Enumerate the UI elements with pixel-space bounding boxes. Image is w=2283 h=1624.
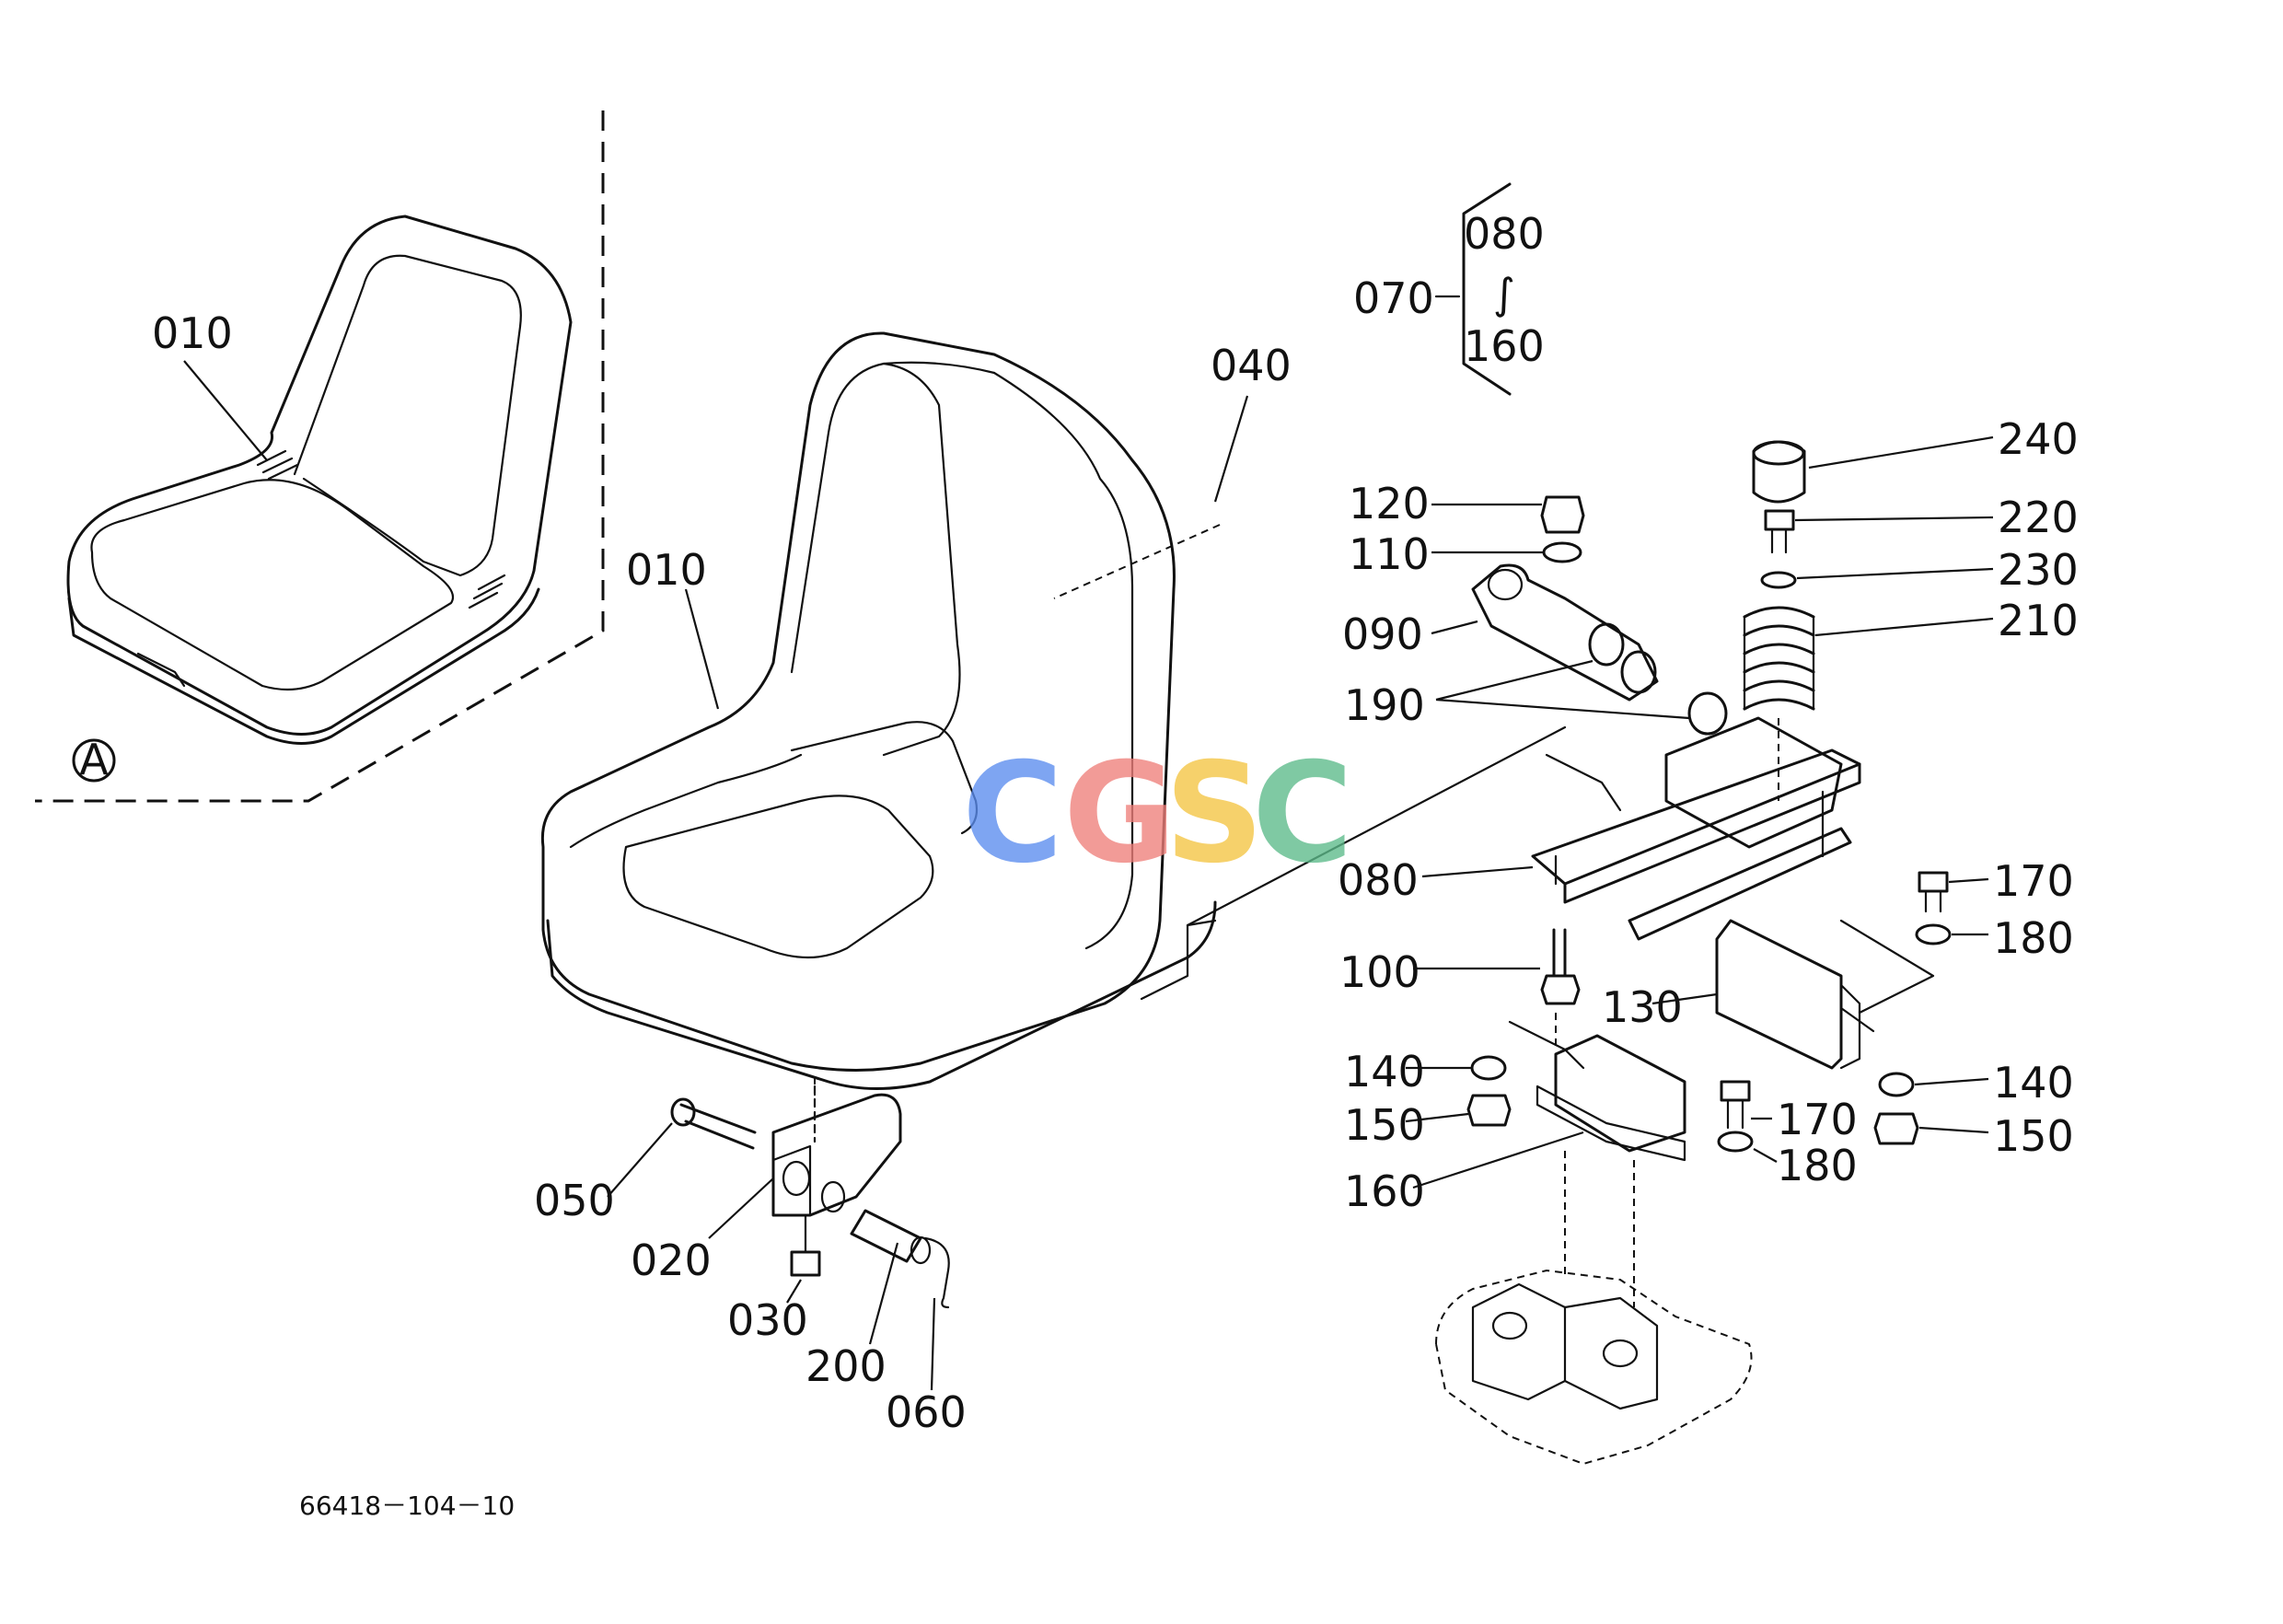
leader-lines: [183, 360, 1994, 1391]
label-140-left: 140: [1344, 1047, 1425, 1096]
hinge-bracket-parts: [670, 1085, 950, 1309]
label-180-center: 180: [1777, 1141, 1858, 1190]
label-180-right: 180: [1993, 913, 2074, 963]
part-labels: 010 010 040 050 020 030 200 060 070 080 …: [152, 209, 2079, 1437]
main-seat-drawing: [540, 331, 1567, 1090]
label-020: 020: [631, 1235, 712, 1285]
label-150-left: 150: [1344, 1100, 1425, 1150]
label-200: 200: [805, 1341, 887, 1391]
group-bracket-070: [1434, 182, 1512, 396]
label-220: 220: [1998, 493, 2079, 542]
label-190: 190: [1344, 680, 1425, 730]
label-010-inset: 010: [152, 308, 233, 358]
label-070: 070: [1353, 273, 1434, 323]
label-030: 030: [727, 1295, 808, 1345]
watermark-letter-s: S: [1165, 734, 1264, 894]
label-range-080: 080: [1464, 209, 1545, 259]
watermark: C G S C: [962, 734, 1353, 894]
label-range-tilde: ∫: [1493, 269, 1515, 319]
label-range-160: 160: [1464, 321, 1545, 371]
label-230: 230: [1998, 545, 2079, 595]
label-170-center: 170: [1777, 1095, 1858, 1144]
label-040: 040: [1211, 341, 1292, 390]
label-240: 240: [1998, 414, 2079, 464]
label-050: 050: [534, 1176, 615, 1225]
figure-code: 66418－104－10: [299, 1491, 515, 1521]
view-a-marker-circle: [72, 738, 116, 783]
view-a-marker: A: [79, 735, 109, 784]
inset-seat-drawing: [66, 215, 573, 745]
label-100: 100: [1339, 947, 1420, 997]
label-090: 090: [1342, 609, 1423, 659]
label-150-right: 150: [1993, 1111, 2074, 1161]
label-060: 060: [886, 1387, 967, 1437]
watermark-letter-c1: C: [962, 734, 1063, 894]
suspension-assembly: [1434, 440, 1952, 1466]
label-210: 210: [1998, 596, 2079, 645]
label-170-right: 170: [1993, 856, 2074, 906]
label-140-right: 140: [1993, 1058, 2074, 1108]
label-130: 130: [1602, 982, 1683, 1032]
watermark-letter-c2: C: [1252, 734, 1353, 894]
label-080-rail: 080: [1338, 855, 1419, 905]
watermark-letter-g: G: [1063, 734, 1176, 894]
inset-view-a: A: [35, 110, 605, 803]
label-160: 160: [1344, 1166, 1425, 1216]
label-010-main: 010: [626, 545, 707, 595]
label-110: 110: [1349, 529, 1430, 579]
label-120: 120: [1349, 479, 1430, 528]
